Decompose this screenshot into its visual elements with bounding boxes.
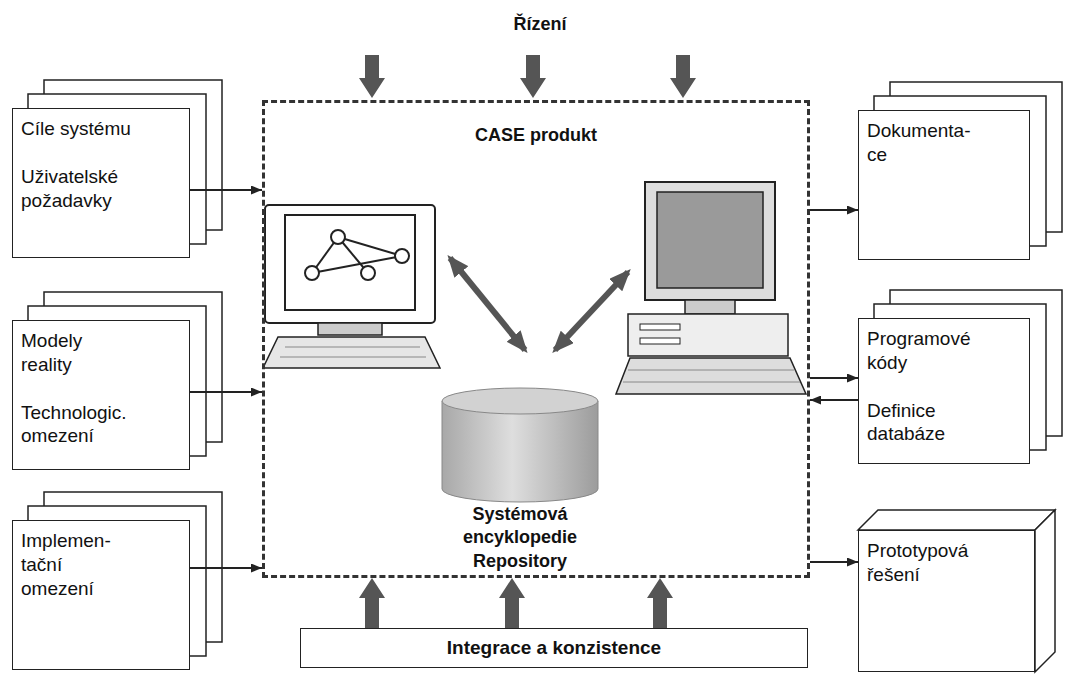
node-text: Dokumenta- ce: [867, 119, 983, 167]
integration-band: Integrace a konzistence: [300, 628, 808, 668]
integration-arrow: [647, 578, 673, 628]
input-document: Cíle systémuUživatelské požadavky: [12, 108, 190, 258]
repository-cylinder: Systémová encyklopedie Repository: [425, 385, 615, 585]
node-text: Programové kódy: [867, 327, 983, 375]
flow-arrow: [190, 189, 262, 191]
prototype-box: Prototypová řešení: [858, 530, 1035, 672]
cylinder-shape: [425, 385, 615, 503]
output-document: Dokumenta- ce: [858, 110, 1030, 260]
integration-arrow: [359, 578, 385, 628]
flow-arrow: [810, 209, 858, 211]
node-text: Implemen- tační omezení: [21, 529, 137, 600]
node-text: Cíle systému: [21, 117, 137, 141]
control-arrow: [359, 55, 696, 98]
workstation: [616, 182, 806, 394]
input-document: Modely realityTechnologic. omezení: [12, 320, 190, 470]
node-text: Prototypová řešení: [867, 539, 983, 587]
flow-arrow: [190, 567, 262, 569]
flow-arrow: [190, 391, 262, 393]
flow-arrow: [810, 377, 858, 379]
control-label: Řízení: [440, 14, 640, 36]
access-arrow: [450, 258, 628, 350]
node-text: Systémová encyklopedie Repository: [425, 503, 615, 573]
node-text: Integrace a konzistence: [447, 637, 661, 660]
flow-arrow: [810, 399, 858, 401]
node-text: CASE produkt: [265, 125, 807, 147]
input-document: Implemen- tační omezení: [12, 520, 190, 670]
integration-arrow: [499, 578, 525, 628]
case-boundary: CASE produktSystémová encyklopedie Repos…: [262, 100, 810, 578]
workstation: [263, 205, 440, 368]
node-subtext: Technologic. omezení: [21, 401, 137, 449]
flow-arrow: [810, 561, 858, 563]
node-subtext: Uživatelské požadavky: [21, 165, 137, 213]
node-text: Modely reality: [21, 329, 137, 377]
output-document: Programové kódyDefinice databáze: [858, 318, 1030, 464]
box-3d: [858, 510, 1055, 672]
node-subtext: Definice databáze: [867, 399, 983, 447]
